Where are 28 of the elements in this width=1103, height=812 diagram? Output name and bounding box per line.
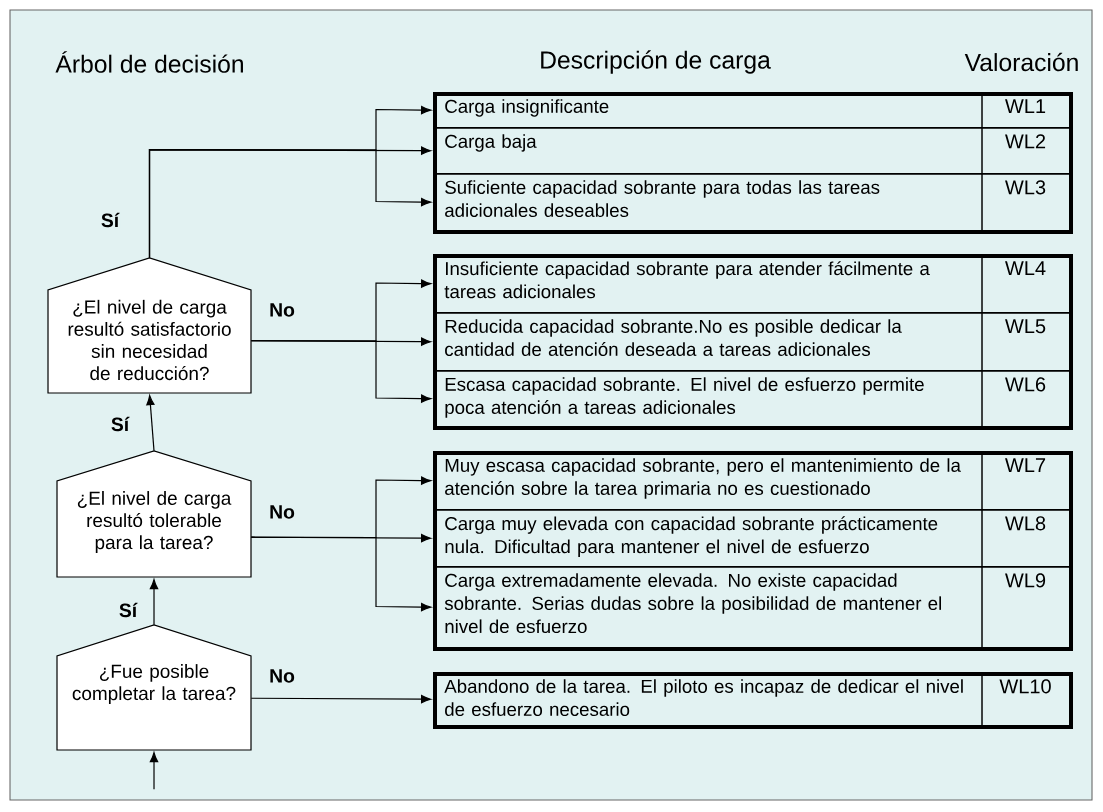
decision-pentagon: ¿El nivel de carga resultó tolerable para la tarea? xyxy=(56,450,252,578)
edge-label: Sí xyxy=(109,415,131,433)
table-row: Carga insignificante WL1 xyxy=(433,91,1071,129)
edge-label: Sí xyxy=(99,211,121,229)
table-row: Abandono de la tarea. El piloto es incapaz de dedicar el nivel de esfuerzo necesario WL10 xyxy=(433,671,1071,727)
column-heading: Valoración xyxy=(964,52,1078,72)
table-row: Carga muy elevada con capacidad sobrante prácticamente nula. Dificultad para mantener el nivel de esfuerzo WL8 xyxy=(433,508,1071,568)
table-row: Reducida capacidad sobrante.No es posible dedicar la cantidad de atención deseada a tareas adicionales WL5 xyxy=(433,311,1071,372)
arrow xyxy=(149,752,159,790)
table-frame xyxy=(433,92,1073,234)
table-row: Carga extremadamente elevada. No existe capacidad sobrante. Serias dudas sobre la posibilidad de mantener el nivel de esfuerzo WL9 xyxy=(433,565,1071,649)
edge-label: Sí xyxy=(117,601,139,619)
decision-pentagon: ¿El nivel de carga resultó satisfactorio sin necesidad de reducción? xyxy=(47,257,252,394)
column-heading: Árbol de decisión xyxy=(55,51,243,73)
table-row: Carga baja WL2 xyxy=(433,126,1071,175)
arrow xyxy=(250,536,432,612)
arrow xyxy=(149,579,159,626)
table-row: Suficiente capacidad sobrante para todas las tareas adicionales deseables WL3 xyxy=(433,172,1071,232)
table-row: Escasa capacidad sobrante. El nivel de esfuerzo permite poca atención a tareas adicionales WL6 xyxy=(433,369,1071,428)
arrow xyxy=(250,340,432,403)
arrow xyxy=(146,395,155,452)
table-row: Muy escasa capacidad sobrante, pero el mantenimiento de la atención sobre la tarea primaria no es cuestionado WL7 xyxy=(433,450,1071,511)
table-frame xyxy=(433,451,1073,651)
table-row: Insuficiente capacidad sobrante para atender fácilmente a tareas adicionales WL4 xyxy=(433,253,1071,314)
column-heading: Descripción de carga xyxy=(541,50,771,74)
table-frame xyxy=(433,254,1073,430)
decision-pentagon: ¿Fue posible completar la tarea? xyxy=(56,624,252,751)
arrow xyxy=(250,694,432,704)
